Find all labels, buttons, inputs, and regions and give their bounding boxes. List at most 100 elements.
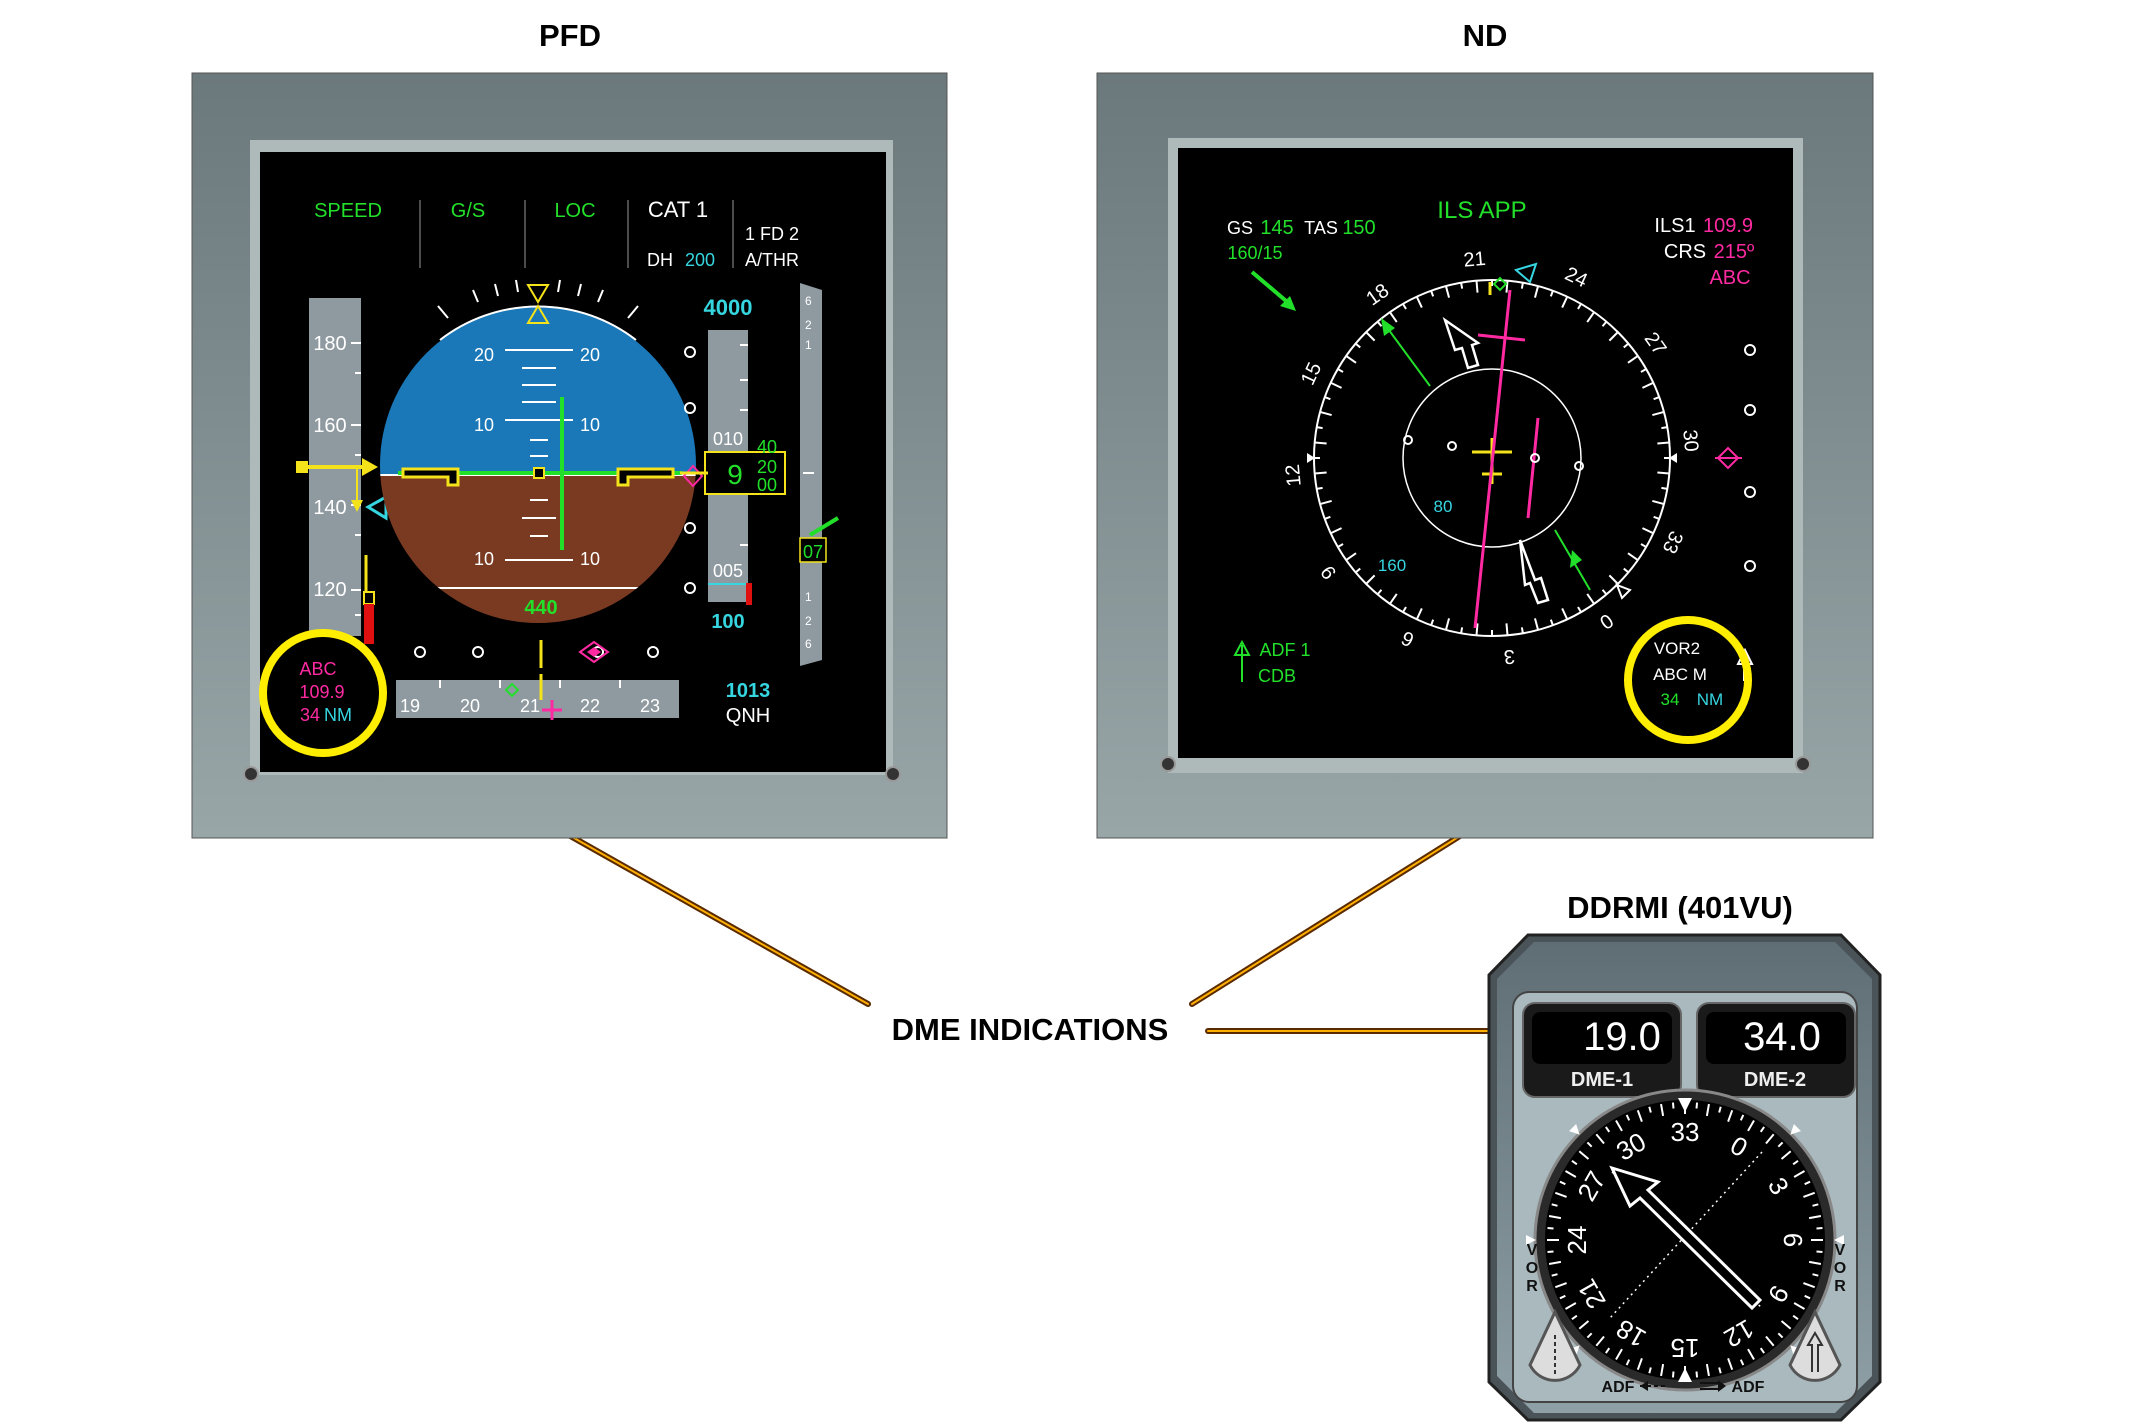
right-knob: [1788, 1308, 1842, 1382]
fma-loc: LOC: [554, 200, 595, 222]
nd-compass-tick: [1376, 321, 1383, 327]
pitch-label: 10: [580, 415, 600, 435]
ddrmi-card-tick: [1586, 1332, 1593, 1339]
vor-right-char: O: [1834, 1260, 1846, 1277]
nd-compass-tick: [1627, 552, 1639, 561]
nd-compass-tick: [1337, 543, 1344, 548]
nd-compass-tick: [1355, 342, 1361, 349]
fma-speed: SPEED: [314, 200, 382, 222]
heading-tick: 23: [640, 696, 660, 716]
ddrmi-card-tick: [1780, 1150, 1792, 1160]
ddrmi-card-tick: [1803, 1282, 1816, 1289]
ddrmi-card-tick: [1548, 1260, 1562, 1265]
ddrmi-card-tick: [1759, 1347, 1765, 1354]
ddrmi-card-tick: [1615, 1119, 1623, 1132]
nd-compass-tick: [1444, 285, 1451, 298]
ddrmi-card-tick: [1793, 1170, 1806, 1178]
dme-indications-label: DME INDICATIONS: [891, 1012, 1169, 1047]
ddrmi-card-tick: [1777, 1332, 1784, 1339]
nd-compass-tick: [1430, 290, 1435, 297]
ddrmi-card-tick: [1559, 1180, 1566, 1186]
nd-compass-tick: [1549, 619, 1554, 626]
ddrmi-card-tick: [1705, 1103, 1710, 1117]
nd-compass-tick: [1337, 368, 1344, 373]
ddrmi-card-tick: [1605, 1126, 1611, 1133]
nd-compass-tick: [1316, 486, 1323, 490]
ddrmi-card-tick: [1615, 1348, 1623, 1361]
ddrmi-card-label: 24: [1562, 1226, 1592, 1255]
heading-tick: 21: [520, 696, 540, 716]
nd-compass-tick: [1319, 499, 1332, 506]
ddrmi-card-label: 6: [1778, 1233, 1808, 1247]
nd-crs-label: CRS: [1664, 241, 1706, 263]
speed-tick: 120: [313, 579, 346, 601]
nd-compass-tick: [1640, 368, 1647, 373]
ddrmi-card-tick: [1660, 1103, 1665, 1117]
ddrmi-card-label: 33: [1671, 1117, 1700, 1147]
nd-compass-tick: [1430, 619, 1435, 626]
nd-compass-tick: [1533, 285, 1540, 298]
ddrmi-card-tick: [1564, 1302, 1577, 1310]
nd-compass-tick: [1330, 381, 1342, 389]
ddrmi-card-tick: [1605, 1347, 1611, 1354]
alt-readout-bot: 00: [757, 475, 777, 495]
vor-right-char: R: [1834, 1278, 1846, 1295]
nd-compass-tick: [1316, 426, 1323, 430]
nd-range-inner: 80: [1434, 497, 1453, 516]
vs-value: 07: [803, 542, 823, 562]
vor-left-char: R: [1526, 1278, 1538, 1295]
ddrmi-card-tick: [1625, 1359, 1631, 1366]
ddrmi-card-tick: [1671, 1371, 1675, 1378]
alt-bottom: 100: [711, 611, 744, 633]
nd-mode: ILS APP: [1437, 197, 1526, 224]
alt-tick: 005: [713, 561, 743, 581]
ddrmi-card-tick: [1780, 1320, 1792, 1330]
fma-fd: 1 FD 2: [745, 224, 799, 244]
alt-target: 4000: [704, 295, 753, 320]
ddrmi-card-tick: [1727, 1358, 1734, 1371]
dme2-value: 34.0: [1743, 1015, 1821, 1059]
ddrmi-card-tick: [1812, 1273, 1819, 1277]
dme2-label: DME-2: [1744, 1069, 1806, 1091]
ddrmi-card-tick: [1792, 1314, 1799, 1320]
heading-tick: 22: [580, 696, 600, 716]
nd-compass-tick: [1642, 381, 1654, 389]
speed-tick: 160: [313, 415, 346, 437]
pfd-dme-ident: ABC: [299, 659, 336, 679]
nd-compass-label: 3: [1503, 645, 1516, 668]
nd-ils-freq: 109.9: [1703, 215, 1753, 237]
ddrmi-card-tick: [1551, 1273, 1558, 1277]
nd-compass-tick: [1324, 515, 1331, 520]
nd-compass-tick: [1365, 574, 1376, 585]
nd-compass-tick: [1657, 441, 1670, 445]
nd-compass-tick: [1608, 331, 1619, 342]
speed-tick: 140: [313, 497, 346, 519]
nd-compass-tick: [1661, 486, 1668, 490]
nd-compass-tick: [1520, 282, 1524, 289]
pitch-label: 20: [580, 345, 600, 365]
nd-vor-label: VOR2: [1654, 639, 1700, 658]
nd-vor-dist: 34: [1661, 690, 1680, 709]
nd-vor-unit: NM: [1697, 690, 1723, 709]
pitch-label: 10: [580, 549, 600, 569]
nd-compass-tick: [1653, 515, 1660, 520]
nd-ils-ident: ABC: [1709, 267, 1750, 289]
ddrmi-card-tick: [1816, 1226, 1823, 1230]
ddrmi-card-tick: [1793, 1302, 1806, 1310]
nd-tas-value: 150: [1342, 217, 1375, 239]
ddrmi-card-tick: [1804, 1294, 1811, 1300]
nd-compass-tick: [1652, 499, 1665, 506]
baro-label: QNH: [726, 705, 770, 727]
baro-value: 1013: [726, 680, 771, 702]
vor-left-char: V: [1527, 1242, 1538, 1259]
fma-gs: G/S: [451, 200, 485, 222]
ddrmi-card-tick: [1792, 1160, 1799, 1166]
ddrmi-card-tick: [1803, 1191, 1816, 1198]
ddrmi-card-tick: [1571, 1160, 1578, 1166]
nd-crs-value: 215º: [1714, 241, 1755, 263]
nd-compass-tick: [1627, 355, 1639, 364]
fma-cat: CAT 1: [648, 197, 708, 222]
nd-compass-tick: [1577, 303, 1582, 310]
